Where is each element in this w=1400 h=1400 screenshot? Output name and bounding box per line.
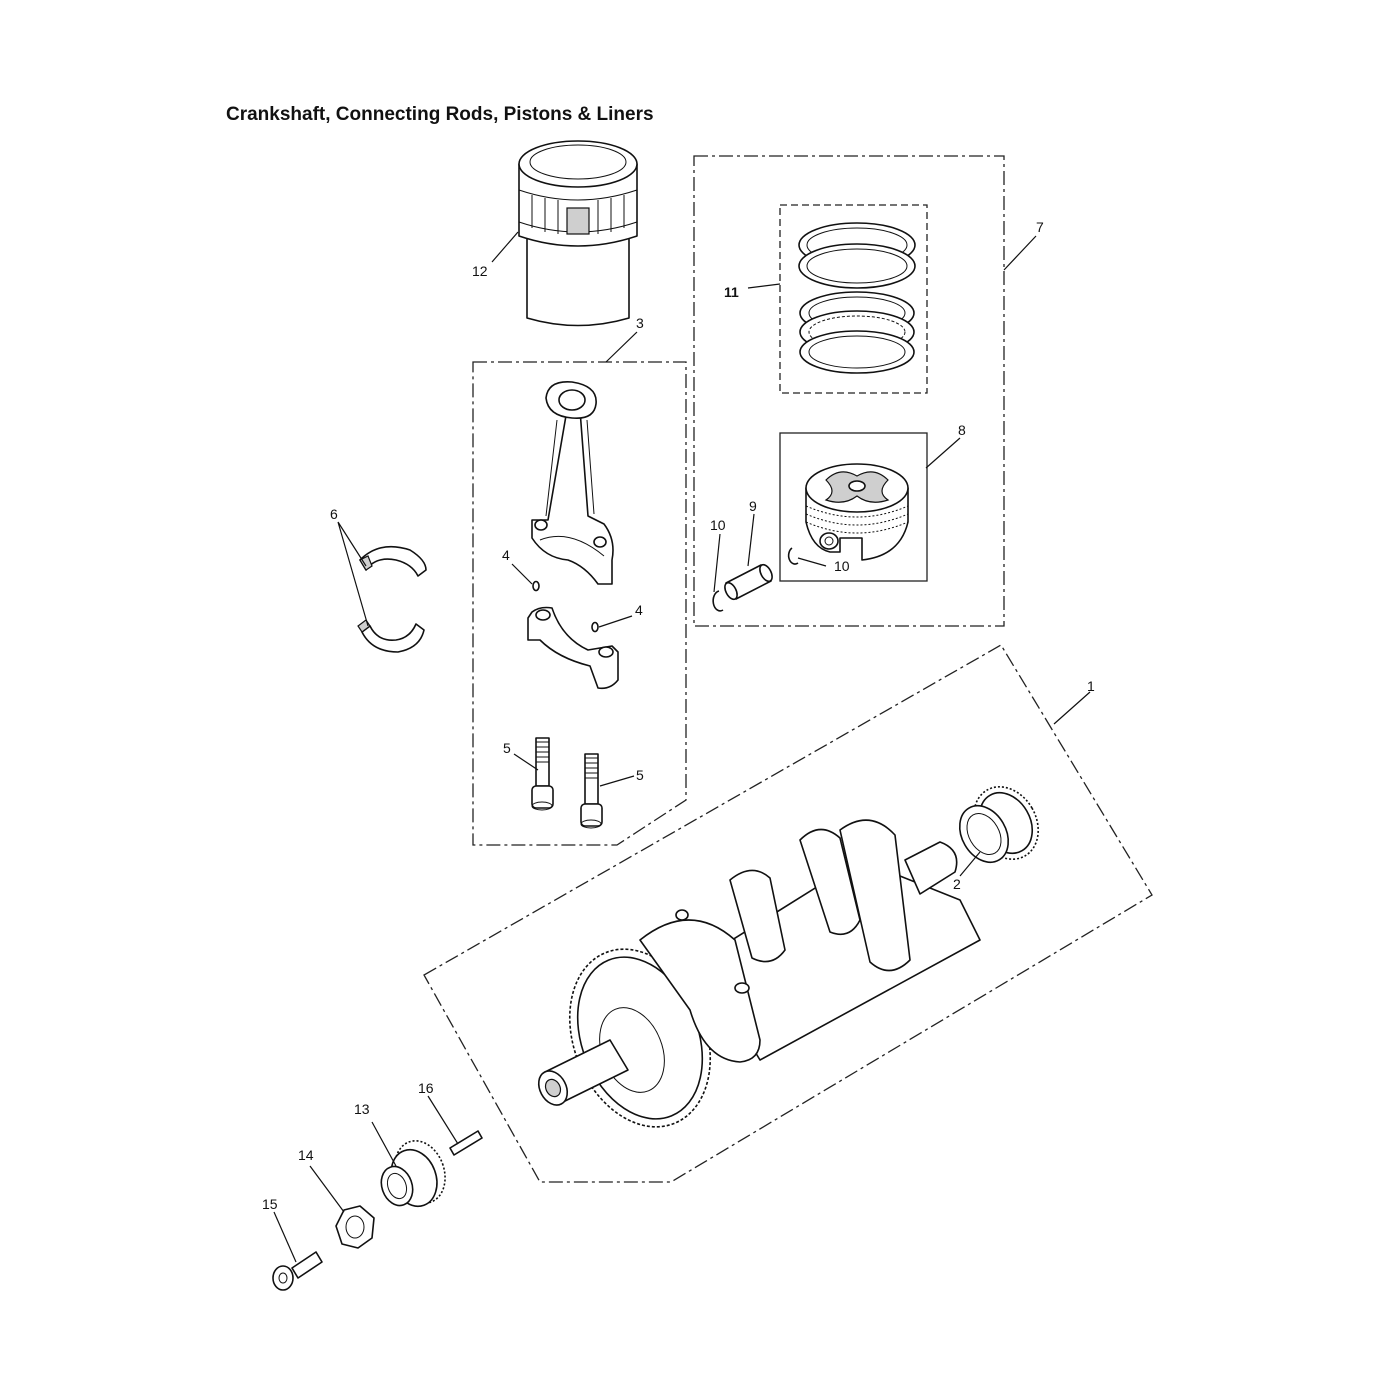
leader-10a xyxy=(713,533,721,593)
leader-11 xyxy=(747,283,781,289)
piston-kit-box xyxy=(693,155,1005,627)
dowel-upper xyxy=(532,580,540,592)
callout-9: 9 xyxy=(749,498,757,514)
leader-9 xyxy=(747,513,755,567)
leader-2 xyxy=(959,851,981,877)
rod-bolt-left xyxy=(531,737,554,811)
callout-6: 6 xyxy=(330,506,338,522)
leader-4b xyxy=(598,615,633,628)
main-bearing xyxy=(958,786,1039,864)
callout-3: 3 xyxy=(636,315,644,331)
crankshaft xyxy=(537,819,981,1128)
big-end-bearing-shells xyxy=(357,545,427,653)
callout-13: 13 xyxy=(354,1101,370,1117)
leader-7 xyxy=(1003,235,1037,271)
callout-10-left: 10 xyxy=(710,517,726,533)
callout-12: 12 xyxy=(472,263,488,279)
page-title: Crankshaft, Connecting Rods, Pistons & L… xyxy=(226,104,654,125)
callout-2: 2 xyxy=(953,876,961,892)
piston xyxy=(805,463,909,561)
piston-rings xyxy=(798,222,916,374)
locating-pin xyxy=(449,1130,483,1156)
leader-10b xyxy=(797,557,827,567)
connecting-rod-cap xyxy=(527,606,619,690)
leader-8 xyxy=(925,437,961,469)
callout-5-right: 5 xyxy=(636,767,644,783)
piston-rings-box xyxy=(779,204,928,394)
crankshaft-box xyxy=(423,644,1153,1183)
leader-4a xyxy=(511,563,533,585)
leader-1 xyxy=(1053,691,1091,725)
callout-8: 8 xyxy=(958,422,966,438)
circlip-left xyxy=(712,590,724,612)
callout-15: 15 xyxy=(262,1196,278,1212)
callout-7: 7 xyxy=(1036,219,1044,235)
leader-16 xyxy=(427,1095,459,1145)
callout-16: 16 xyxy=(418,1080,434,1096)
callout-labels: 1 2 3 4 4 5 5 6 7 8 9 10 10 11 12 13 14 … xyxy=(262,219,1095,1212)
connecting-rod-box xyxy=(472,361,687,846)
callout-5-left: 5 xyxy=(503,740,511,756)
callout-4-upper: 4 xyxy=(502,547,510,563)
callout-11: 11 xyxy=(724,284,739,300)
rod-bolt-right xyxy=(580,753,603,829)
leader-12 xyxy=(491,231,519,263)
leader-5b xyxy=(599,775,635,787)
sprocket-bolt xyxy=(272,1251,323,1291)
dowel-lower xyxy=(591,621,599,633)
leader-3 xyxy=(605,331,638,363)
leader-13 xyxy=(371,1121,397,1167)
piston-box xyxy=(779,432,928,582)
crankshaft-sprocket xyxy=(380,1140,446,1208)
leader-15 xyxy=(273,1211,297,1263)
leader-14 xyxy=(309,1165,345,1213)
cylinder-liner xyxy=(518,140,638,327)
crankshaft-nut xyxy=(335,1205,375,1249)
callout-4-lower: 4 xyxy=(635,602,643,618)
callout-10-right: 10 xyxy=(834,558,850,574)
callout-14: 14 xyxy=(298,1147,314,1163)
leader-5a xyxy=(513,753,539,771)
gudgeon-pin xyxy=(724,563,773,601)
leader-6 xyxy=(337,521,369,627)
callout-1: 1 xyxy=(1087,678,1095,694)
connecting-rod xyxy=(531,381,614,585)
circlip-right xyxy=(787,547,799,565)
